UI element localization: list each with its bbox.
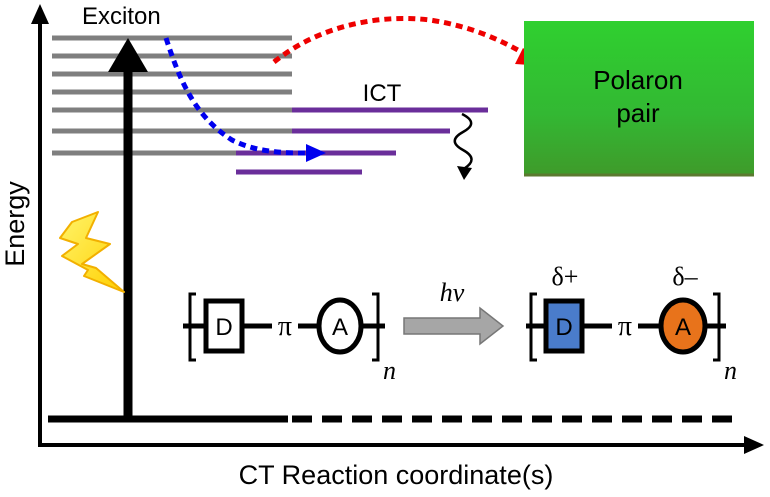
x-axis-arrowhead	[744, 436, 764, 454]
partial-negative-label: δ–	[672, 262, 698, 291]
lightning-bolt-icon	[59, 211, 125, 293]
excitation-arrow	[108, 38, 148, 419]
relaxation-arrow	[163, 37, 326, 162]
acceptor-label: A	[332, 314, 348, 341]
pi-label: π	[278, 311, 292, 342]
acceptor-label: A	[675, 314, 691, 341]
donor-label: D	[555, 314, 572, 341]
pi-spacer-bg	[272, 312, 298, 340]
pi-label: π	[618, 311, 632, 342]
polaron-pair-box: Polaron pair	[524, 21, 754, 177]
excitation-arrowhead	[108, 38, 148, 72]
partial-positive-label: δ+	[552, 262, 579, 291]
right-bracket	[372, 292, 380, 362]
neutral-repeat-unit: D π A n	[183, 292, 396, 385]
left-bracket	[188, 292, 196, 362]
y-axis-arrowhead	[31, 4, 49, 24]
polaron-pair-fill	[524, 21, 754, 176]
pi-spacer-bg	[612, 312, 638, 340]
photon-label: hν	[440, 278, 465, 307]
photon-arrow-shape	[403, 306, 505, 346]
donor-box-charged	[543, 298, 585, 354]
acceptor-ellipse-charged	[658, 297, 708, 355]
photoexcitation-arrow: hν	[403, 278, 505, 346]
acceptor-ellipse	[316, 297, 364, 355]
donor-label: D	[215, 314, 232, 341]
dissociation-arrow	[272, 15, 545, 66]
ict-levels	[236, 107, 488, 175]
ict-label: ICT	[363, 80, 402, 107]
polaron-pair-label-line2: pair	[616, 98, 660, 128]
right-bracket	[713, 292, 721, 362]
axes	[31, 4, 764, 454]
donor-box	[203, 298, 245, 354]
exciton-label: Exciton	[82, 3, 161, 30]
repeat-subscript: n	[383, 356, 396, 385]
x-axis-label: CT Reaction coordinate(s)	[239, 460, 554, 490]
charged-repeat-unit: D π A n δ+ δ–	[526, 262, 737, 385]
nonradiative-decay-arrow	[453, 112, 473, 180]
y-axis-label: Energy	[0, 181, 30, 267]
left-bracket	[529, 292, 537, 362]
repeat-subscript: n	[724, 356, 737, 385]
polaron-pair-label-line1: Polaron	[593, 65, 683, 95]
